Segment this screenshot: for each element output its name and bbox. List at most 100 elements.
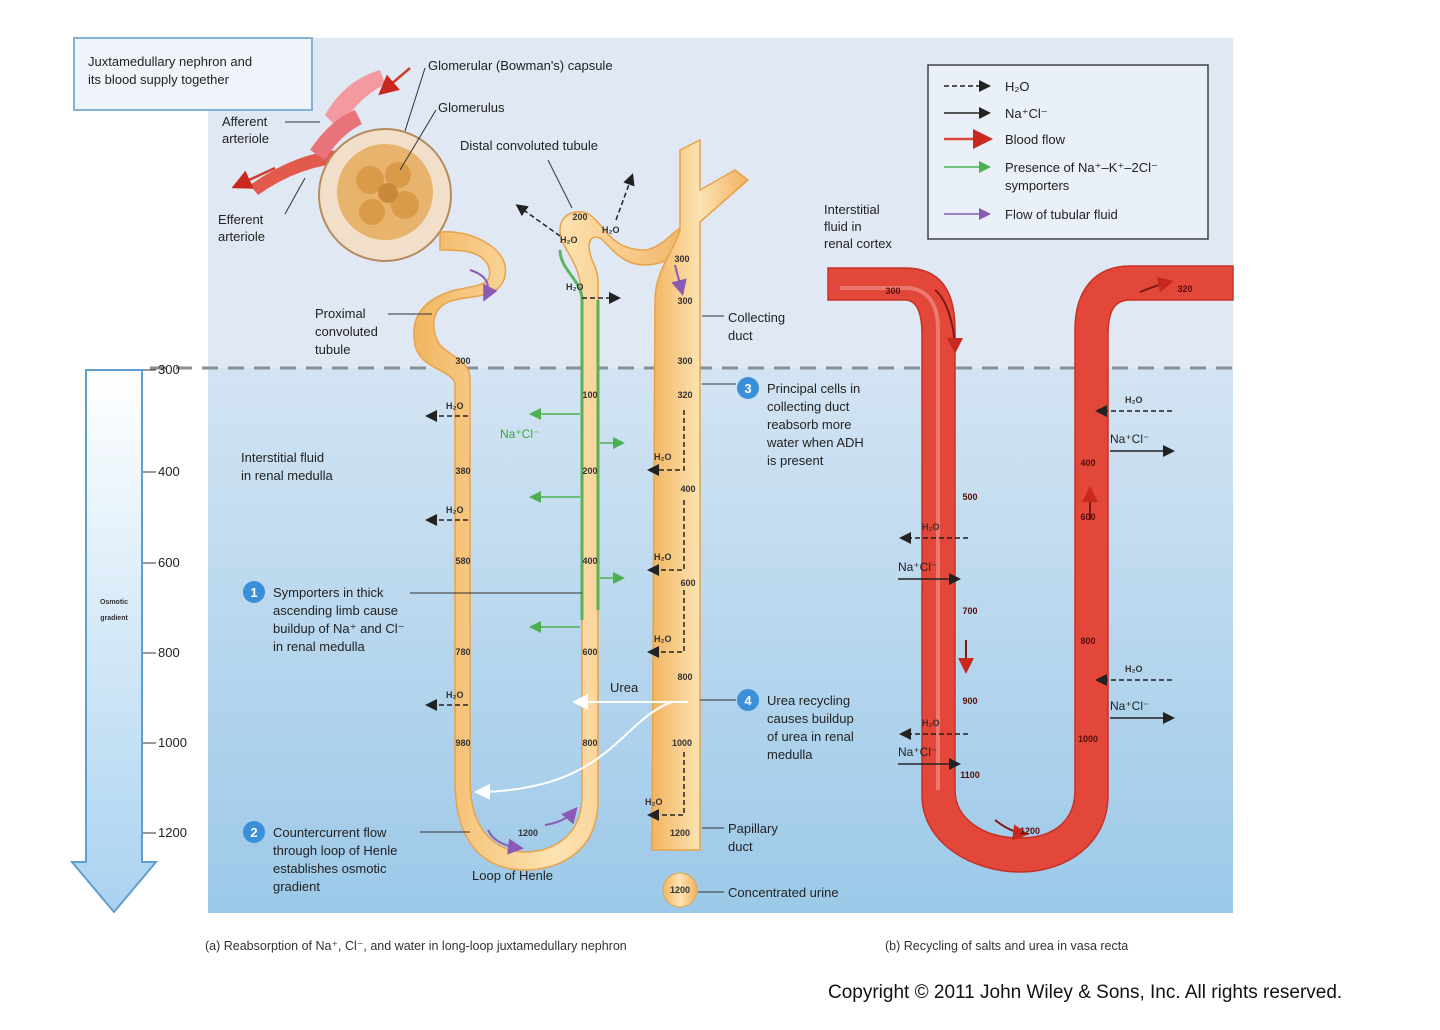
urea-arrows: Urea xyxy=(474,680,688,800)
vasa-recta xyxy=(827,265,1234,873)
vasa-value: 700 xyxy=(962,606,977,616)
nacl-symporter-arrows: Na⁺Cl⁻ xyxy=(500,408,625,633)
legend-tubular-flow: Flow of tubular fluid xyxy=(1005,207,1118,222)
h2o-label: H₂O xyxy=(654,634,672,644)
callout-line: through loop of Henle xyxy=(273,843,397,858)
medulla-fluid-1: Interstitial fluid xyxy=(241,450,324,465)
title-line-2: its blood supply together xyxy=(88,72,230,87)
cortex-fluid-2: fluid in xyxy=(824,219,862,234)
h2o-label: H₂O xyxy=(922,522,940,532)
h2o-label: H₂O xyxy=(1125,395,1143,405)
legend-water: H₂O xyxy=(1005,79,1030,94)
h2o-label: H₂O xyxy=(654,452,672,462)
callout-3: 3 Principal cells in collecting duct rea… xyxy=(702,377,864,468)
nacl-label: Na⁺Cl⁻ xyxy=(1110,699,1149,713)
nacl-label: Na⁺Cl⁻ xyxy=(1110,432,1149,446)
callout-number: 3 xyxy=(744,381,751,396)
cortex-fluid-1: Interstitial xyxy=(824,202,880,217)
medulla-region xyxy=(208,368,1233,913)
h2o-label: H₂O xyxy=(446,505,464,515)
asc-value: 600 xyxy=(582,647,597,657)
h2o-label: H₂O xyxy=(654,552,672,562)
callout-line: in renal medulla xyxy=(273,639,366,654)
asc-value: 200 xyxy=(582,466,597,476)
pct-label-2: convoluted xyxy=(315,324,378,339)
urea-label: Urea xyxy=(610,680,639,695)
callout-line: Countercurrent flow xyxy=(273,825,387,840)
nacl-label-green: Na⁺Cl⁻ xyxy=(500,427,539,441)
vasa-value: 300 xyxy=(885,286,900,296)
h2o-label: H₂O xyxy=(1125,664,1143,674)
callout-line: causes buildup xyxy=(767,711,854,726)
osmotic-gradient-arrow: Osmotic gradient xyxy=(69,369,159,914)
osmotic-label-2: gradient xyxy=(100,615,128,622)
nacl-label: Na⁺Cl⁻ xyxy=(898,745,937,759)
legend-symporter-1: Presence of Na⁺–K⁺–2Cl⁻ xyxy=(1005,160,1158,175)
legend-nacl: Na⁺Cl⁻ xyxy=(1005,106,1048,121)
pct-label-1: Proximal xyxy=(315,306,366,321)
callout-1: 1 Symporters in thick ascending limb cau… xyxy=(243,581,582,654)
asc-value: 800 xyxy=(582,738,597,748)
callout-line: buildup of Na⁺ and Cl⁻ xyxy=(273,621,405,636)
descending-water-arrows: H₂O H₂O H₂O xyxy=(425,401,468,711)
bowmans-capsule xyxy=(318,128,452,262)
legend: H₂O Na⁺Cl⁻ Blood flow Presence of Na⁺–K⁺… xyxy=(927,64,1209,240)
callout-line: water when ADH xyxy=(766,435,864,450)
nacl-label: Na⁺Cl⁻ xyxy=(898,560,937,574)
gradient-ticks: 300 400 600 800 1000 1200 xyxy=(143,362,187,840)
title-box xyxy=(73,37,313,111)
capsule-label: Glomerular (Bowman's) capsule xyxy=(428,58,613,73)
tick-600: 600 xyxy=(158,555,180,570)
tick-1000: 1000 xyxy=(158,735,187,750)
vasa-exchange-arrows: H₂O Na⁺Cl⁻ H₂O Na⁺Cl⁻ H₂O Na⁺Cl⁻ H₂O Na⁺… xyxy=(898,395,1175,770)
collecting-label-1: Collecting xyxy=(728,310,785,325)
medulla-fluid-2: in renal medulla xyxy=(241,468,334,483)
cd-value: 1000 xyxy=(672,738,692,748)
asc-value: 400 xyxy=(582,556,597,566)
cd-value: 800 xyxy=(677,672,692,682)
desc-value: 580 xyxy=(455,556,470,566)
vasa-values: 300 320 500 700 900 1100 400 600 800 100… xyxy=(885,284,1192,836)
cd-value: 300 xyxy=(677,356,692,366)
tick-300: 300 xyxy=(158,362,180,377)
cd-value: 400 xyxy=(680,484,695,494)
loop-bottom-value: 1200 xyxy=(518,828,538,838)
vasa-value: 1000 xyxy=(1078,734,1098,744)
collecting-water-arrows: H₂O H₂O H₂O H₂O xyxy=(645,410,685,821)
callout-4: 4 Urea recycling causes buildup of urea … xyxy=(700,689,854,762)
desc-value: 300 xyxy=(455,356,470,366)
vasa-value: 600 xyxy=(1080,512,1095,522)
callout-line: Symporters in thick xyxy=(273,585,384,600)
callout-number: 4 xyxy=(744,693,752,708)
osmotic-label-1: Osmotic xyxy=(100,599,128,606)
caption-b: (b) Recycling of salts and urea in vasa … xyxy=(885,939,1128,953)
caption-a: (a) Reabsorption of Na⁺, Cl⁻, and water … xyxy=(205,939,627,953)
tick-400: 400 xyxy=(158,464,180,479)
vasa-value: 900 xyxy=(962,696,977,706)
legend-blood: Blood flow xyxy=(1005,132,1066,147)
callout-line: Urea recycling xyxy=(767,693,850,708)
callout-2: 2 Countercurrent flow through loop of He… xyxy=(243,821,470,894)
vasa-value: 320 xyxy=(1177,284,1192,294)
desc-value: 380 xyxy=(455,466,470,476)
h2o-label: H₂O xyxy=(602,225,620,235)
pct-label-3: tubule xyxy=(315,342,350,357)
desc-value: 780 xyxy=(455,647,470,657)
dct-label: Distal convoluted tubule xyxy=(460,138,598,153)
collecting-duct xyxy=(651,138,750,908)
copyright-notice: Copyright © 2011 John Wiley & Sons, Inc.… xyxy=(828,982,1343,1003)
cd-value: 600 xyxy=(680,578,695,588)
callout-line: Principal cells in xyxy=(767,381,860,396)
collecting-label-2: duct xyxy=(728,328,753,343)
h2o-label: H₂O xyxy=(922,718,940,728)
vasa-value: 800 xyxy=(1080,636,1095,646)
afferent-label-2: arteriole xyxy=(222,131,269,146)
efferent-label-1: Efferent xyxy=(218,212,264,227)
cortex-fluid-3: renal cortex xyxy=(824,236,892,251)
loop-label: Loop of Henle xyxy=(472,868,553,883)
afferent-label-1: Afferent xyxy=(222,114,268,129)
h2o-label: H₂O xyxy=(560,235,578,245)
h2o-label: H₂O xyxy=(446,401,464,411)
callout-number: 1 xyxy=(250,585,257,600)
